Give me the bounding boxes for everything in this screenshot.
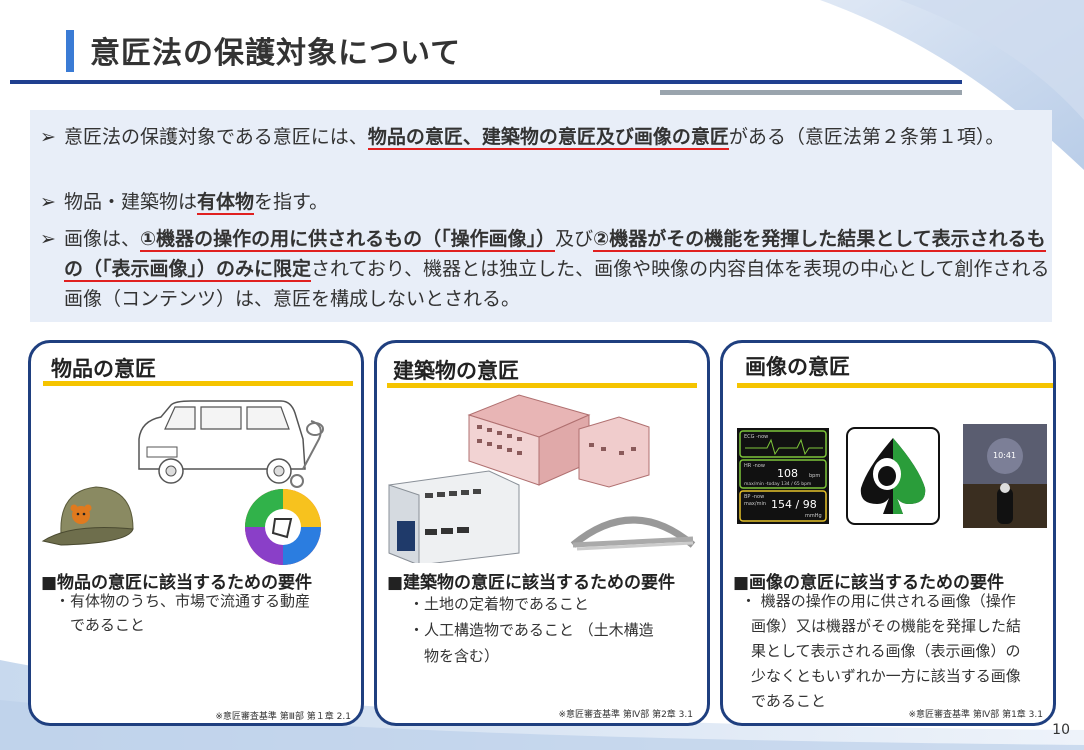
requirement-line: ・有体物のうち、市場で流通する動産 (55, 592, 311, 610)
bullet-item-3: ➢ 画像は、①機器の操作の用に供されるもの（「操作画像」）及び②機器がその機能を… (40, 224, 1050, 314)
hr-unit: bpm (809, 473, 820, 479)
card-title-bar (43, 381, 353, 386)
hr-value: 108 (777, 467, 798, 480)
bullet-item-2: ➢ 物品・建築物は有体物を指す。 (40, 187, 1050, 217)
image-design-illustrations: ECG -now HR -now 108 bpm max/min -today … (737, 424, 1047, 528)
bullet-text: を指す。 (254, 191, 329, 213)
bullet-text: 画像は、 (64, 228, 141, 250)
emphasis-text: ①機器の操作の用に供されるもの（「操作画像」） (140, 228, 556, 252)
card-title: 建築物の意匠 (393, 359, 519, 383)
bp-value: 154 / 98 (771, 498, 817, 511)
emphasis-text: ②機器がその機能を発揮した結果として表示されるもの（「表示画像」）のみに限定 (64, 228, 1046, 282)
requirement-text: ・ 機器の操作の用に供される画像（操作 画像）又は機器がその機能を発揮した結 果… (741, 589, 1053, 714)
title-underline-accent (660, 90, 962, 95)
title-underline (10, 80, 962, 84)
requirement-text: ・土地の定着物であること ・人工構造物であること （土木構造 物を含む） (409, 591, 699, 669)
requirement-line: 画像）又は機器がその機能を発揮した結 (751, 617, 1022, 635)
hr-sub: max/min -today 134 / 65 bpm (744, 481, 811, 487)
requirement-line: 物を含む） (409, 647, 500, 665)
card-title-bar (737, 383, 1053, 388)
warehouse-illustration (388, 470, 520, 563)
ecg-label: ECG -now (744, 434, 768, 440)
keychain-illustration (245, 420, 324, 565)
requirement-heading: ■物品の意匠に該当するための要件 (41, 573, 313, 593)
bp-label: BP -now (744, 494, 764, 500)
school-building-illustration (467, 394, 650, 488)
title-accent-bar (66, 30, 74, 72)
requirement-line: ・ 機器の操作の用に供される画像（操作 (741, 592, 1016, 610)
reference-note: ※意匠審査基準 第Ⅳ部 第2章 3.1 (558, 710, 693, 720)
emphasis-text: 物品の意匠、建築物の意匠及び画像の意匠 (367, 126, 729, 150)
requirement-line: ・土地の定着物であること (409, 595, 589, 613)
hr-label: HR -now (744, 463, 765, 469)
requirement-line: ・人工構造物であること （土木構造 (409, 621, 654, 639)
requirement-line: であること (751, 692, 826, 710)
requirement-heading: ■画像の意匠に該当するための要件 (733, 573, 1005, 593)
product-illustrations (41, 400, 324, 565)
projected-clock-image: 10:41 (963, 424, 1047, 528)
bp-sub: max/min (744, 501, 766, 507)
requirement-line: であること (55, 616, 145, 634)
bridge-illustration (570, 516, 696, 551)
bullet-text: がある（意匠法第２条第１項）。 (728, 126, 1005, 148)
clock-time: 10:41 (993, 451, 1016, 460)
page-title: 意匠法の保護対象について (90, 36, 462, 71)
intro-panel (30, 110, 1052, 322)
bullet-text: 及び (555, 228, 594, 250)
bullet-item-1: ➢ 意匠法の保護対象である意匠には、物品の意匠、建築物の意匠及び画像の意匠がある… (40, 122, 1050, 182)
card-product-design: 物品の意匠 (28, 340, 364, 726)
reference-note: ※意匠審査基準 第Ⅳ部 第1章 3.1 (908, 710, 1043, 720)
bp-unit: mmHg (805, 513, 822, 519)
page-number: 10 (1052, 722, 1070, 738)
card-building-design: 建築物の意匠 ■建築物の意匠に該当するための要件 (374, 340, 710, 726)
requirement-line: 果として表示される画像（表示画像）の (751, 642, 1021, 660)
card-image-design: 画像の意匠 ECG -now HR -now 108 bpm max/min -… (720, 340, 1056, 726)
car-illustration (138, 400, 306, 484)
spade-icon-card (846, 427, 940, 525)
requirement-text: ・有体物のうち、市場で流通する動産 であること (55, 589, 355, 637)
cap-illustration (41, 486, 134, 546)
building-illustrations (388, 394, 696, 563)
bullet-text: 意匠法の保護対象である意匠には、 (64, 126, 368, 148)
card-title: 物品の意匠 (51, 357, 156, 381)
arrow-bullet-icon: ➢ (40, 191, 56, 213)
card-title: 画像の意匠 (745, 355, 850, 379)
card-title-bar (387, 383, 697, 388)
vital-monitor-screen: ECG -now HR -now 108 bpm max/min -today … (737, 428, 829, 524)
requirement-heading: ■建築物の意匠に該当するための要件 (387, 573, 676, 593)
bullet-text: されており、機器とは独立した、画像や映像の内容自体を表現の中心として創作される画… (64, 258, 1050, 310)
emphasis-text: 有体物 (197, 191, 255, 215)
reference-note: ※意匠審査基準 第Ⅲ部 第１章 2.1 (215, 712, 351, 722)
bullet-text: 物品・建築物は (64, 191, 198, 213)
arrow-bullet-icon: ➢ (40, 228, 56, 250)
requirement-line: 少なくともいずれか一方に該当する画像 (751, 667, 1021, 685)
arrow-bullet-icon: ➢ (40, 126, 56, 148)
